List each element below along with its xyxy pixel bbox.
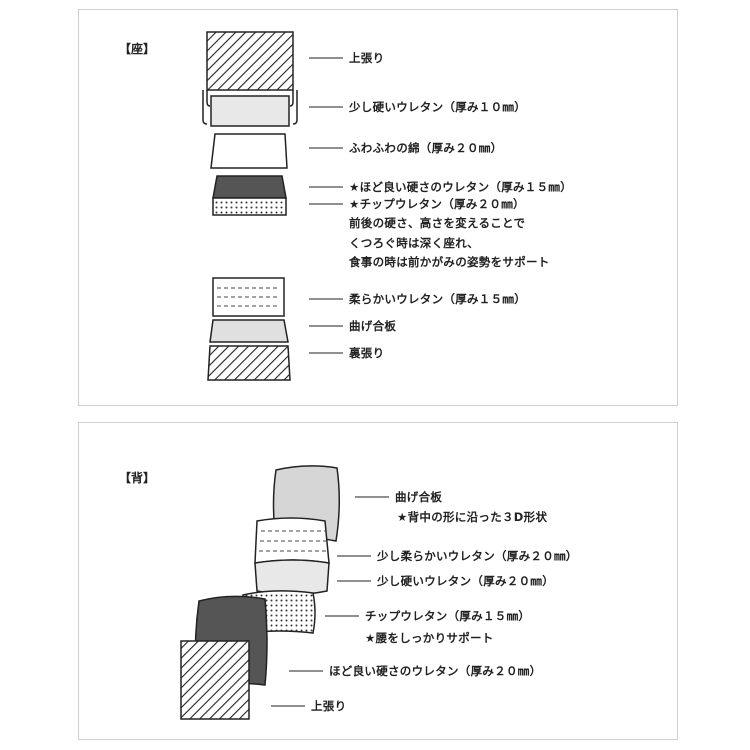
back-label-lumbar-note: ★腰をしっかりサポート <box>365 631 494 645</box>
seat-title: 【座】 <box>119 42 156 56</box>
back-label-chip-urethane: チップウレタン（厚み１５㎜） <box>365 609 531 623</box>
back-label-3d-shape-note: ★背中の形に沿った３D形状 <box>397 510 548 524</box>
seat-label-medium-urethane: ★ほど良い硬さのウレタン（厚み１５㎜） <box>349 180 573 194</box>
seat-medium-urethane-layer <box>212 175 287 199</box>
back-panel: 【背】 <box>78 422 678 740</box>
back-label-bent-plywood: 曲げ合板 <box>395 490 443 504</box>
seat-back-cover-layer <box>207 345 291 381</box>
seat-label-chip-urethane: ★チップウレタン（厚み２０㎜） <box>349 197 525 211</box>
seat-layers-illustration <box>202 31 343 381</box>
seat-hard-urethane-layer <box>202 90 298 127</box>
back-layers-illustration <box>180 465 389 720</box>
seat-label-back-cover: 裏張り <box>349 346 385 360</box>
seat-label-soft-urethane: 柔らかいウレタン（厚み１５㎜） <box>349 292 526 306</box>
seat-note-line: 食事の時は前かがみの姿勢をサポート <box>349 255 550 269</box>
seat-cotton-layer <box>210 133 288 169</box>
seat-note-line: くつろぐ時は深く座れ、 <box>349 235 479 250</box>
seat-note: 前後の硬さ、高さを変えることで くつろぐ時は深く座れ、 食事の時は前かがみの姿勢… <box>349 214 550 273</box>
back-leader-lines <box>271 496 389 707</box>
back-top-cover-layer <box>180 640 250 720</box>
seat-bent-plywood-layer <box>209 319 289 343</box>
seat-soft-urethane-layer <box>212 277 285 317</box>
back-label-top-cover: 上張り <box>311 699 347 713</box>
seat-label-bent-plywood: 曲げ合板 <box>349 319 397 333</box>
seat-top-cover-layer <box>206 31 294 107</box>
back-title: 【背】 <box>119 471 156 485</box>
seat-chip-urethane-layer <box>212 197 287 216</box>
back-hard-urethane-layer <box>254 559 330 596</box>
seat-label-top-cover: 上張り <box>349 51 385 65</box>
seat-label-hard-urethane: 少し硬いウレタン（厚み１０㎜） <box>349 100 526 114</box>
back-label-medium-urethane: ほど良い硬さのウレタン（厚み２０㎜） <box>329 664 542 678</box>
seat-label-cotton: ふわふわの綿（厚み２０㎜） <box>349 141 503 155</box>
seat-panel: 【座】 <box>78 9 678 406</box>
back-label-soft-urethane: 少し柔らかいウレタン（厚み２０㎜） <box>377 549 578 563</box>
seat-note-line: 前後の硬さ、高さを変えることで <box>349 216 526 230</box>
seat-leader-lines <box>309 57 343 354</box>
back-label-hard-urethane: 少し硬いウレタン（厚み２０㎜） <box>377 574 554 588</box>
back-soft-urethane-layer <box>254 517 330 564</box>
